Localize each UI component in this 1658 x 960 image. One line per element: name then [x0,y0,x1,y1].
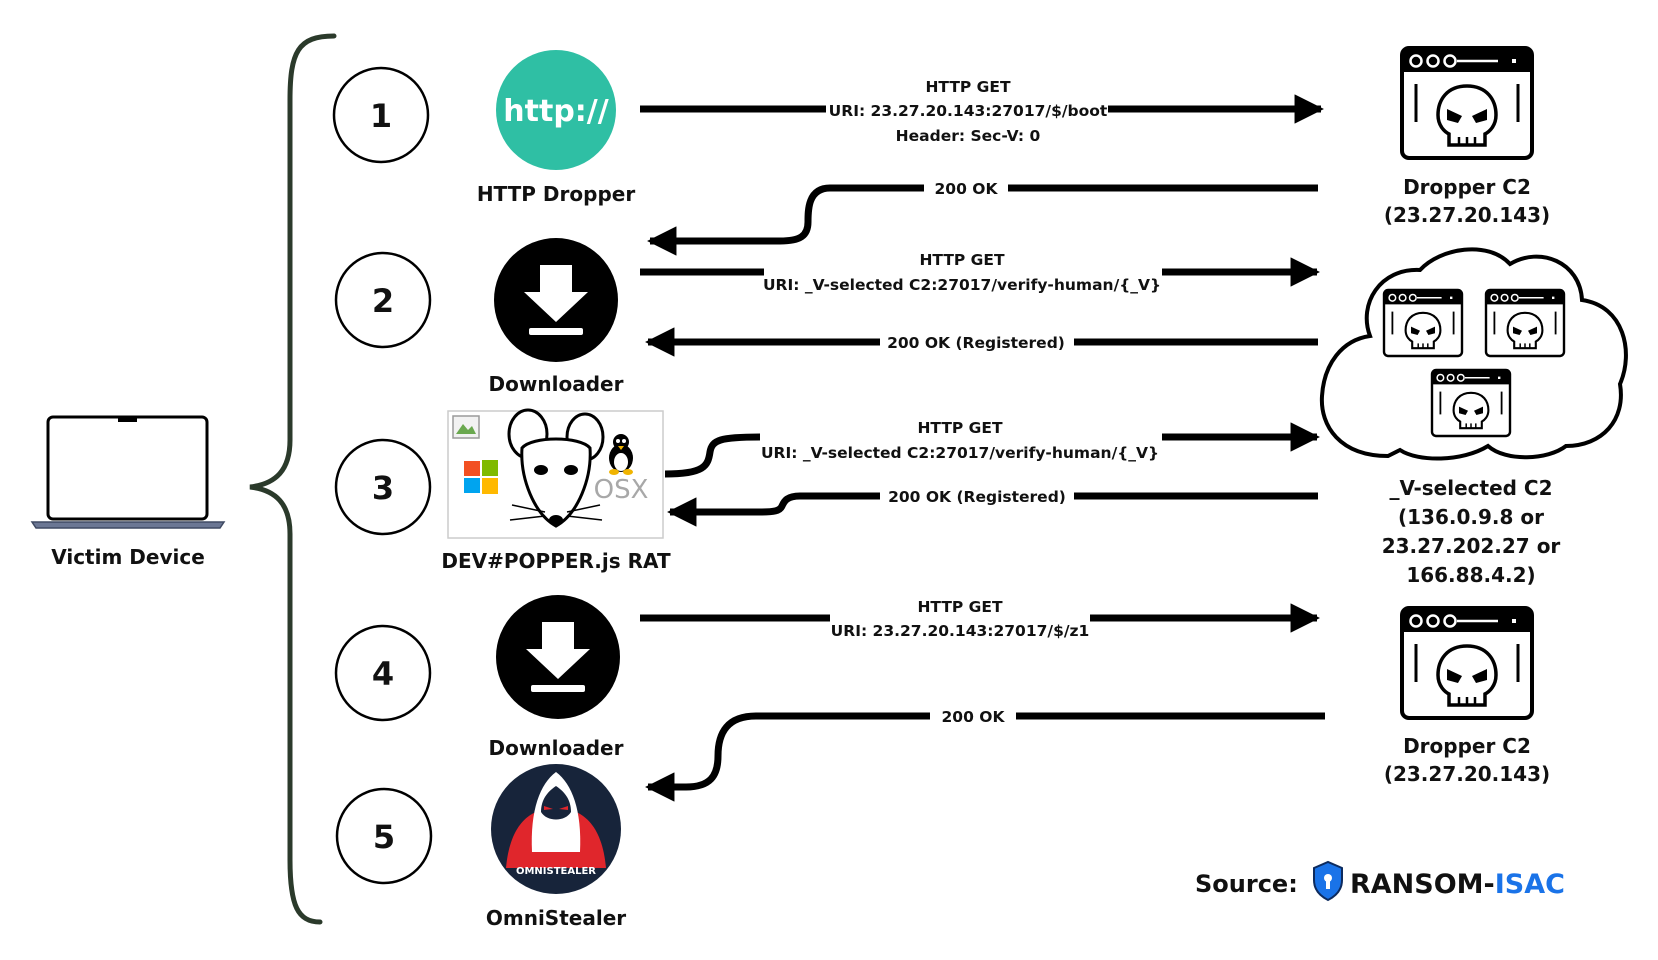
source-brand-part2: ISAC [1495,869,1565,900]
source-brand-part1: RANSOM- [1350,869,1495,900]
arrow-2-response-label: 200 OK (Registered) [887,334,1065,352]
arrow-3-request: HTTP GET URI: _V-selected C2:27017/verif… [664,419,1320,478]
arrow-2-request-line-1: HTTP GET [919,251,1005,269]
dropper-c2-top-title: Dropper C2 [1403,175,1531,199]
arrow-1-response-label: 200 OK [935,180,999,198]
arrow-3-response-label: 200 OK (Registered) [888,488,1066,506]
step-1-circle: 1 [332,66,430,164]
source-brand: RANSOM-ISAC [1350,869,1565,900]
download-icon [494,238,618,362]
arrow-4-response: 200 OK [645,708,1325,802]
shield-icon [1313,860,1343,902]
http-icon-text: http:// [503,94,608,129]
laptop-icon [30,415,226,529]
omnistealer-label: OmniStealer [486,906,626,930]
step-2-circle: 2 [334,251,432,349]
arrow-1-request: HTTP GET URI: 23.27.20.143:27017/$/boot … [640,78,1324,145]
step-5-circle: 5 [335,787,433,885]
step-4-circle: 4 [334,624,432,722]
dropper-c2-top-icon [1400,46,1534,160]
dropper-c2-bottom-icon [1400,606,1534,720]
arrow-1-request-line-2: URI: 23.27.20.143:27017/$/boot [829,102,1108,120]
linux-tux-icon [609,434,633,475]
download-icon [496,595,620,719]
source-credit: Source: RANSOM-ISAC [1195,860,1565,902]
curly-brace [249,33,337,925]
arrow-3-response: 200 OK (Registered) [667,488,1318,527]
arrow-2-request-line-2: URI: _V-selected C2:27017/verify-human/{… [763,276,1161,294]
arrow-4-request: HTTP GET URI: 23.27.20.143:27017/$/z1 [640,598,1320,640]
rat-label: DEV#POPPER.js RAT [441,549,671,573]
http-icon: http:// [496,50,616,170]
osx-text: OSX [594,475,649,505]
step-3-circle: 3 [334,438,432,536]
cloud-c2-line-2: 23.27.202.27 or [1382,534,1561,558]
step-1-number: 1 [370,97,392,135]
step-4-number: 4 [372,655,394,693]
source-prefix: Source: [1195,870,1298,898]
step-3-number: 3 [372,469,394,507]
cloud-c2-line-1: (136.0.9.8 or [1398,505,1544,529]
arrow-4-request-line-1: HTTP GET [917,598,1003,616]
arrow-4-response-label: 200 OK [942,708,1006,726]
dropper-c2-top-ip: (23.27.20.143) [1384,203,1550,227]
rat-mascot-icon: OSX [447,408,664,539]
http-dropper-label: HTTP Dropper [477,182,636,206]
broken-image-icon [452,415,480,439]
cloud-c2-title: _V-selected C2 [1389,476,1552,500]
arrow-1-request-line-1: HTTP GET [925,78,1011,96]
arrow-1-response: 200 OK [647,180,1318,256]
rat-icon [507,408,605,528]
downloader-label-2: Downloader [489,736,624,760]
arrow-2-request: HTTP GET URI: _V-selected C2:27017/verif… [640,251,1320,294]
dropper-c2-bottom-title: Dropper C2 [1403,734,1531,758]
arrow-3-request-line-1: HTTP GET [917,419,1003,437]
step-2-number: 2 [372,282,394,320]
cloud-c2-line-3: 166.88.4.2) [1406,563,1535,587]
omnistealer-logo: OMNISTEALER [491,764,621,894]
downloader-label-1: Downloader [489,372,624,396]
arrow-3-request-line-2: URI: _V-selected C2:27017/verify-human/{… [761,444,1159,462]
arrow-4-request-line-2: URI: 23.27.20.143:27017/$/z1 [831,622,1090,640]
arrow-1-request-line-3: Header: Sec-V: 0 [896,127,1041,145]
omnistealer-logo-text: OMNISTEALER [516,866,596,877]
cloud-c2-icon [1319,247,1628,461]
victim-device-label: Victim Device [51,545,205,569]
arrow-2-response: 200 OK (Registered) [645,327,1318,357]
step-5-number: 5 [373,818,395,856]
windows-logo-icon [464,460,498,494]
dropper-c2-bottom-ip: (23.27.20.143) [1384,762,1550,786]
